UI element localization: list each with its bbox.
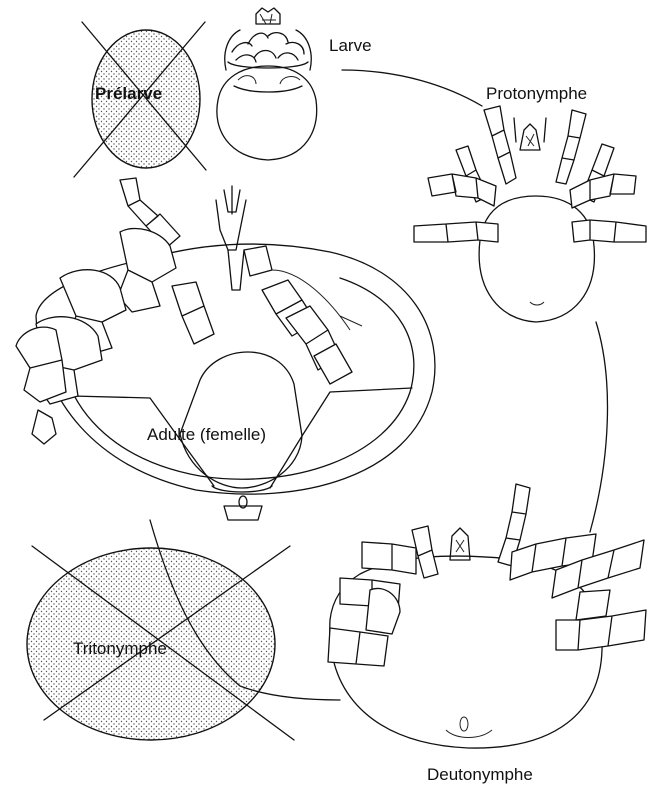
larve-to-protonymphe-curve	[342, 70, 482, 106]
protonymphe-to-deutonymphe-curve	[590, 322, 607, 532]
label-tritonymphe: Tritonymphe	[73, 640, 167, 657]
adulte-stage	[16, 178, 435, 520]
label-protonymphe: Protonymphe	[486, 85, 587, 102]
label-adulte: Adulte (femelle)	[147, 426, 266, 443]
protonymphe-stage	[414, 106, 646, 322]
larve-stage	[217, 8, 317, 160]
label-prelarve: Prélarve	[95, 85, 162, 102]
label-deutonymphe: Deutonymphe	[427, 766, 533, 783]
label-larve: Larve	[329, 37, 372, 54]
deutonymphe-stage	[328, 484, 646, 748]
